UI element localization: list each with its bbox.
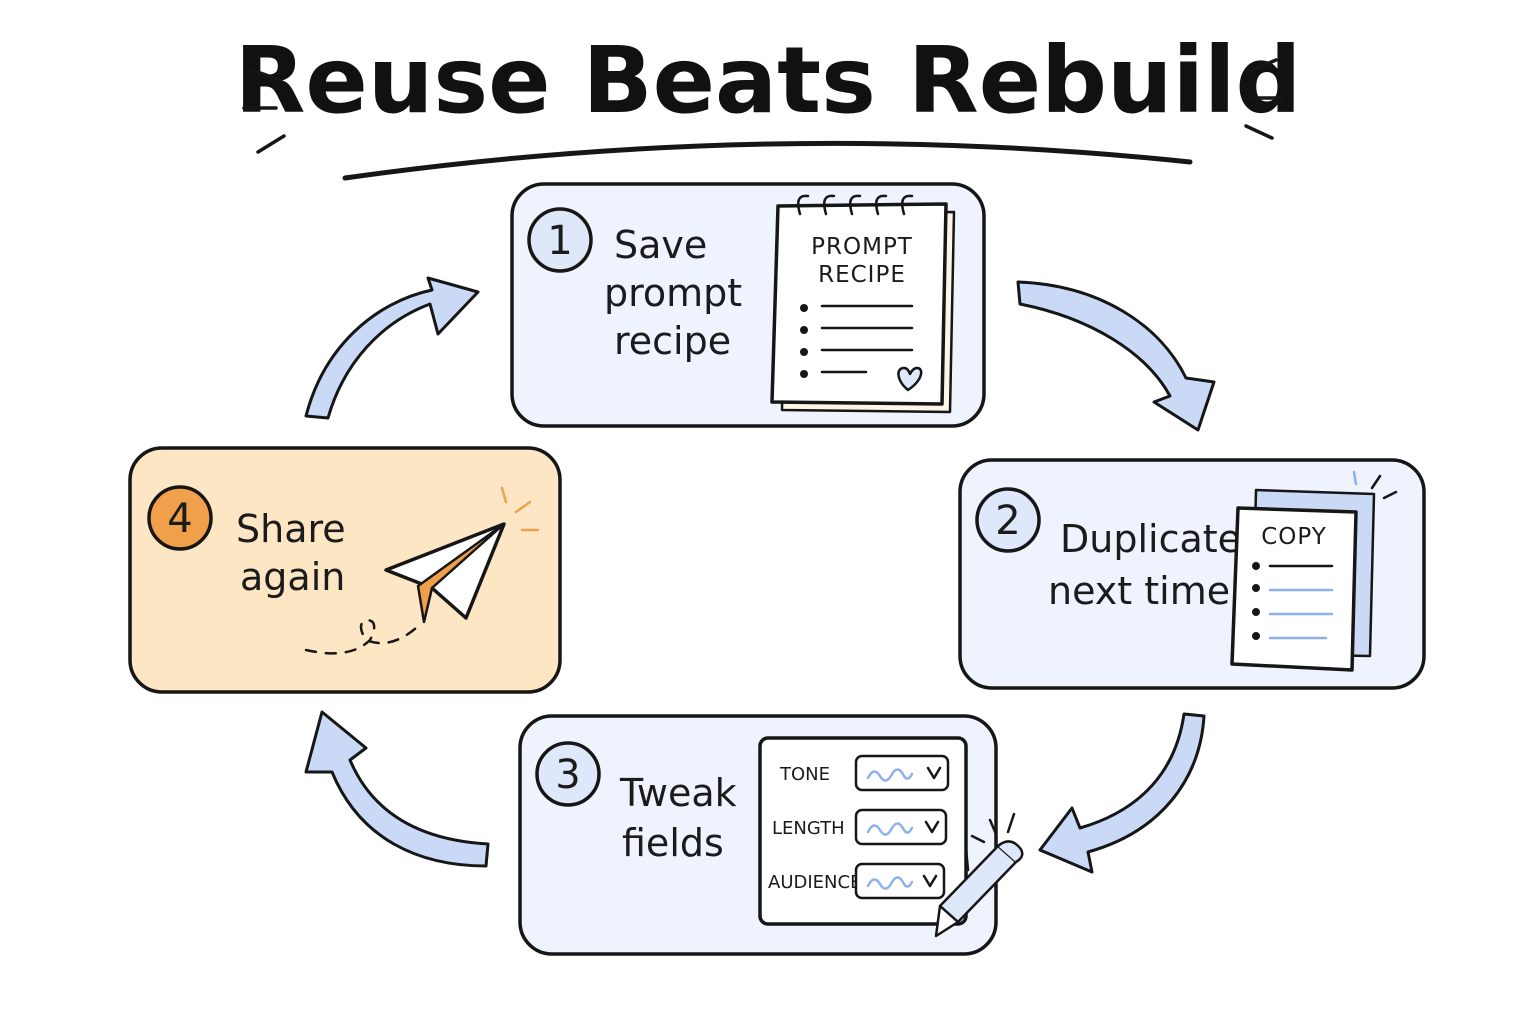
chevron-down-icon [926, 766, 942, 780]
step-3-line-1: Tweak [619, 771, 737, 815]
cycle-arrow-3-to-4 [304, 710, 490, 868]
title-sparkle-left-icon [242, 68, 286, 154]
plane-trail [304, 618, 418, 655]
step-1-line-3: recipe [614, 319, 731, 363]
form-label-audience: AUDIENCE [768, 872, 861, 893]
step-2-line-2: next time [1048, 569, 1230, 613]
paper-plane-icon [304, 486, 540, 655]
scribble-icon [866, 876, 914, 890]
pencil-icon [934, 812, 1024, 938]
step-4-line-1: Share [236, 507, 346, 551]
cycle-arrow-2-to-3 [1038, 712, 1206, 874]
step-1-badge [527, 207, 593, 273]
scribble-icon [866, 822, 914, 836]
form-select-audience [854, 862, 946, 900]
prompt-recipe-notepad-icon: PROMPT RECIPE [770, 194, 956, 414]
step-1-number: 1 [547, 218, 572, 264]
form-field-length: LENGTH [772, 808, 948, 846]
step-4-line-2: again [240, 555, 345, 599]
step-2-badge [975, 487, 1041, 553]
form-field-tone: TONE [779, 754, 950, 792]
title-sparkle-right-icon [1244, 58, 1284, 140]
notepad-heading-2: RECIPE [818, 262, 906, 288]
step-1-line-1: Save [614, 223, 707, 267]
form-label-tone: TONE [779, 764, 830, 785]
form-label-length: LENGTH [772, 818, 845, 839]
step-4-box: 4 Share again [128, 446, 562, 694]
notepad-heading-1: PROMPT [811, 234, 913, 260]
step-4-badge [147, 485, 213, 551]
step-2-number: 2 [995, 498, 1020, 544]
heart-icon [897, 366, 923, 392]
step-4-frame [128, 446, 562, 694]
chevron-down-icon [922, 874, 938, 888]
plane-sparkle-icon [500, 486, 540, 532]
page-title: Reuse Beats Rebuild [235, 27, 1302, 134]
copy-sparkle-icon [1352, 470, 1398, 500]
step-2-box: 2 Duplicate next time COPY [958, 458, 1426, 690]
copy-heading: COPY [1261, 524, 1327, 550]
step-3-badge [535, 741, 601, 807]
notepad-bullet-lines [800, 304, 914, 378]
step-4-number: 4 [167, 496, 192, 542]
step-2-line-1: Duplicate [1060, 517, 1241, 561]
settings-form-card: TONE LENGTH AUDIENCE [758, 736, 968, 926]
step-3-box: 3 Tweak fields TONE LENGTH AUDIENCE [518, 714, 1024, 956]
step-3-number: 3 [555, 752, 580, 798]
copy-bullet-lines [1252, 562, 1334, 640]
notepad-spiral-icon [797, 194, 914, 216]
cycle-arrow-4-to-1 [304, 276, 480, 420]
cycle-arrow-1-to-2 [1016, 280, 1216, 432]
step-1-box: 1 Save prompt recipe PROMPT RECIPE [510, 182, 986, 428]
copy-sheets-icon: COPY [1230, 470, 1398, 672]
title-underline [342, 140, 1193, 181]
step-1-line-2: prompt [604, 271, 742, 315]
chevron-down-icon [924, 820, 940, 834]
step-3-line-2: fields [622, 821, 724, 865]
form-field-audience: AUDIENCE [768, 862, 946, 900]
scribble-icon [866, 768, 914, 782]
title-group: Reuse Beats Rebuild [235, 27, 1302, 181]
